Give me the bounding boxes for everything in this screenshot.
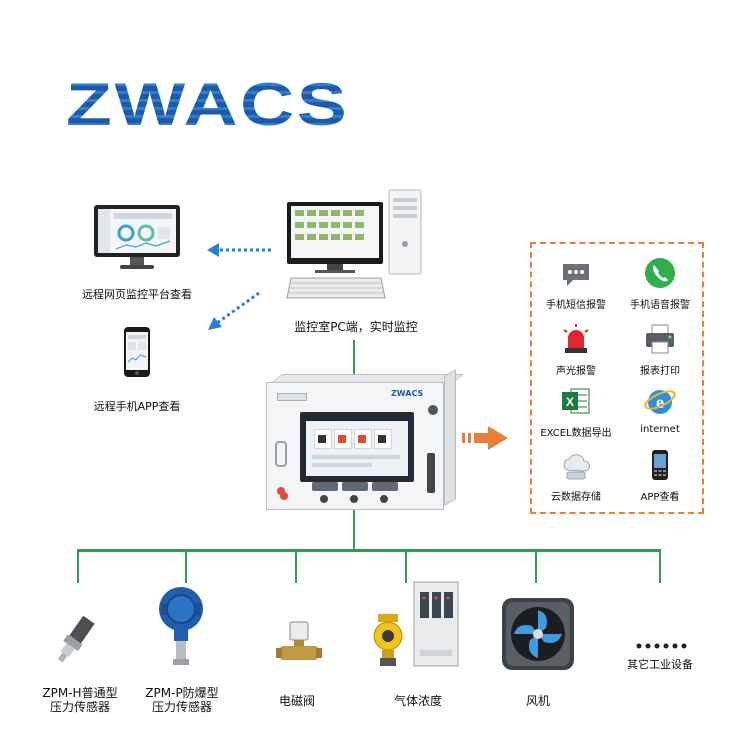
cloud-storage-icon <box>559 448 593 482</box>
panel-knob-1[interactable] <box>320 495 328 503</box>
feature-sms: 手机短信报警 <box>531 256 621 311</box>
device-label: 风机 <box>525 694 550 708</box>
fan-icon <box>500 596 576 672</box>
feature-label: 报表打印 <box>640 366 680 377</box>
internet-icon: e <box>643 384 677 418</box>
panel-knob-2[interactable] <box>350 495 358 503</box>
connector-panel-bus <box>353 510 355 550</box>
orange-arrow-right-icon <box>462 426 508 450</box>
device-label: ZPM-P防爆型 压力传感器 <box>145 686 219 714</box>
feature-excel: X EXCEL数据导出 <box>531 384 621 439</box>
sms-icon <box>559 256 593 290</box>
gas-detector-icon <box>370 612 406 668</box>
cabinet-side <box>444 369 456 506</box>
pc-caption: 监控室PC端，实时监控 <box>294 320 418 334</box>
feature-app: APP查看 <box>615 448 705 503</box>
feature-label: 云数据存储 <box>551 492 601 503</box>
hmi-touchscreen <box>300 412 414 482</box>
smartphone-icon <box>123 326 151 378</box>
panel-button-3[interactable] <box>372 482 398 491</box>
feature-cloud: 云数据存储 <box>531 448 621 503</box>
svg-text:e: e <box>656 392 664 412</box>
bus-drop-3 <box>295 549 297 583</box>
svg-text:X: X <box>566 395 574 409</box>
feature-print: 报表打印 <box>615 322 705 377</box>
device-label: 气体浓度 <box>393 694 442 708</box>
bus-line <box>77 549 661 552</box>
device-label: 电磁阀 <box>278 694 315 708</box>
cabinet-brand: ZWACS <box>391 389 424 398</box>
excel-icon: X <box>559 384 593 418</box>
feature-label: APP查看 <box>640 492 680 503</box>
bus-drop-1 <box>77 549 79 583</box>
device-label: 其它工业设备 <box>627 658 693 671</box>
cabinet-nameplate <box>277 393 307 401</box>
remote-web-label: 远程网页监控平台查看 <box>82 288 192 301</box>
feature-label: 声光报警 <box>556 366 596 377</box>
feature-sound-light: 声光报警 <box>531 322 621 377</box>
feature-label: 手机短信报警 <box>546 300 606 311</box>
more-devices-dots-icon <box>634 636 690 649</box>
printer-icon <box>643 322 677 356</box>
panel-knob-3[interactable] <box>380 495 388 503</box>
bus-drop-6 <box>659 549 661 583</box>
panel-knob-4[interactable] <box>280 492 288 500</box>
dotted-arrow-to-web <box>207 243 271 257</box>
alarm-light-icon <box>559 322 593 356</box>
bus-drop-2 <box>185 549 187 583</box>
door-handle <box>275 441 287 467</box>
mobile-phone-icon <box>643 448 677 482</box>
pressure-sensor-h-icon <box>46 612 106 668</box>
bus-drop-5 <box>535 549 537 583</box>
feature-label: 手机语音报警 <box>630 300 690 311</box>
phone-icon <box>643 256 677 290</box>
device-label: ZPM-H普通型 压力传感器 <box>42 686 118 714</box>
desktop-pc-icon <box>285 188 427 300</box>
alarm-features-box <box>530 242 704 514</box>
pressure-sensor-p-icon <box>148 583 214 671</box>
bus-drop-4 <box>405 549 407 583</box>
connector-pc-panel <box>353 340 355 376</box>
cabinet-side-badge <box>428 405 438 415</box>
feature-voice: 手机语音报警 <box>615 256 705 311</box>
remote-app-label: 远程手机APP查看 <box>93 400 181 413</box>
alarm-indicator <box>277 487 285 495</box>
dotted-arrow-to-app <box>208 291 260 330</box>
gas-controller-cabinet-icon <box>412 580 460 668</box>
indicator-strip <box>427 453 435 493</box>
laptop-monitor-icon <box>92 203 182 271</box>
brand-logo: ZWACS <box>66 71 350 138</box>
feature-label: EXCEL数据导出 <box>540 428 612 439</box>
panel-button-1[interactable] <box>312 482 338 491</box>
solenoid-valve-icon <box>276 620 322 668</box>
panel-button-2[interactable] <box>342 482 368 491</box>
feature-label: internet <box>640 424 680 435</box>
feature-internet: e internet <box>615 384 705 435</box>
